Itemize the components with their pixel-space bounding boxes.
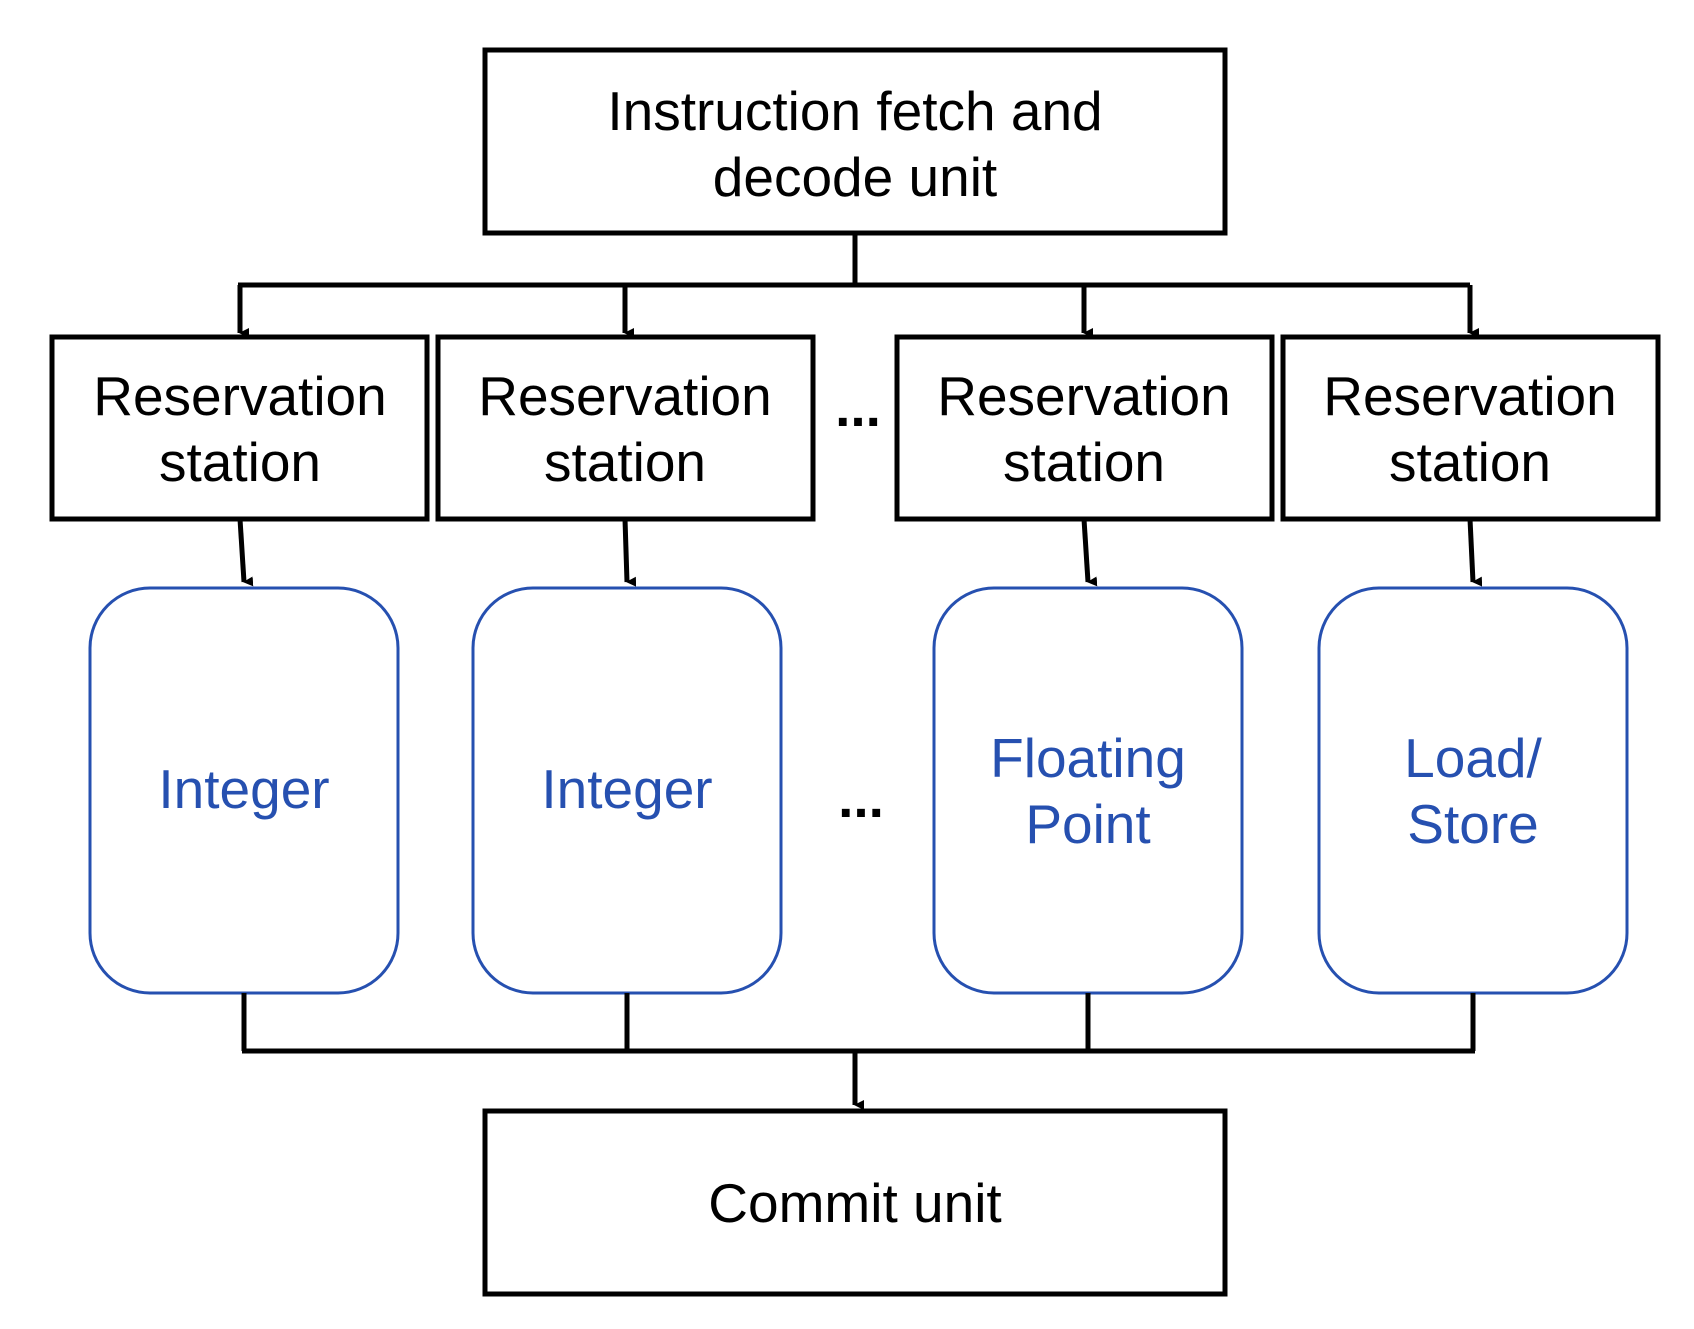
fetch-decode-unit-label-line2: decode unit	[713, 146, 997, 208]
reservation-station-label-line1: Reservation	[478, 365, 771, 427]
reservation-station-box	[894, 334, 1275, 522]
commit-unit: Commit unit	[482, 1108, 1228, 1297]
reservation-station-4: Reservation station	[1280, 334, 1661, 522]
commit-bus	[241, 993, 1476, 1110]
execution-unit-label-line2: Store	[1407, 793, 1538, 855]
reservation-station-ellipsis: ...	[835, 376, 881, 438]
issue-arrow-2	[622, 518, 637, 587]
reservation-station-box	[49, 334, 430, 522]
reservation-station-1: Reservation station	[49, 334, 430, 522]
execution-unit-box	[932, 586, 1244, 995]
issue-arrow-3	[1081, 518, 1098, 587]
fetch-decode-unit: Instruction fetch and decode unit	[482, 47, 1228, 236]
execution-unit-label-line1: Integer	[158, 758, 329, 820]
fetch-decode-unit-label-line1: Instruction fetch and	[607, 80, 1102, 142]
reservation-station-3: Reservation station	[894, 334, 1275, 522]
execution-unit-ellipsis: ...	[838, 767, 884, 829]
commit-unit-label: Commit unit	[708, 1172, 1001, 1234]
execution-unit-label-line2: Point	[1025, 793, 1150, 855]
commit-unit-box	[482, 1108, 1228, 1297]
execution-unit-integer-2: Integer	[471, 586, 783, 995]
fetch-decode-unit-box	[482, 47, 1228, 236]
reservation-station-box	[1280, 334, 1661, 522]
execution-unit-box	[1317, 586, 1629, 995]
reservation-station-label-line1: Reservation	[93, 365, 386, 427]
reservation-station-label-line2: station	[1389, 431, 1551, 493]
issue-arrow-4	[1467, 518, 1483, 587]
execution-unit-label-line1: Floating	[990, 727, 1186, 789]
reservation-station-label-line1: Reservation	[1323, 365, 1616, 427]
reservation-station-label-line2: station	[159, 431, 321, 493]
reservation-station-label-line2: station	[1003, 431, 1165, 493]
reservation-station-box	[435, 334, 816, 522]
issue-arrow-1	[237, 518, 254, 587]
execution-unit-floating-point: Floating Point	[932, 586, 1244, 995]
execution-unit-label-line1: Integer	[541, 758, 712, 820]
reservation-station-2: Reservation station	[435, 334, 816, 522]
execution-unit-load-store: Load/ Store	[1317, 586, 1629, 995]
dispatch-bus	[237, 233, 1479, 338]
reservation-station-label-line2: station	[544, 431, 706, 493]
execution-unit-label-line1: Load/	[1404, 727, 1542, 789]
execution-unit-integer-1: Integer	[88, 586, 400, 995]
issue-arrows	[237, 518, 1483, 587]
reservation-station-label-line1: Reservation	[937, 365, 1230, 427]
